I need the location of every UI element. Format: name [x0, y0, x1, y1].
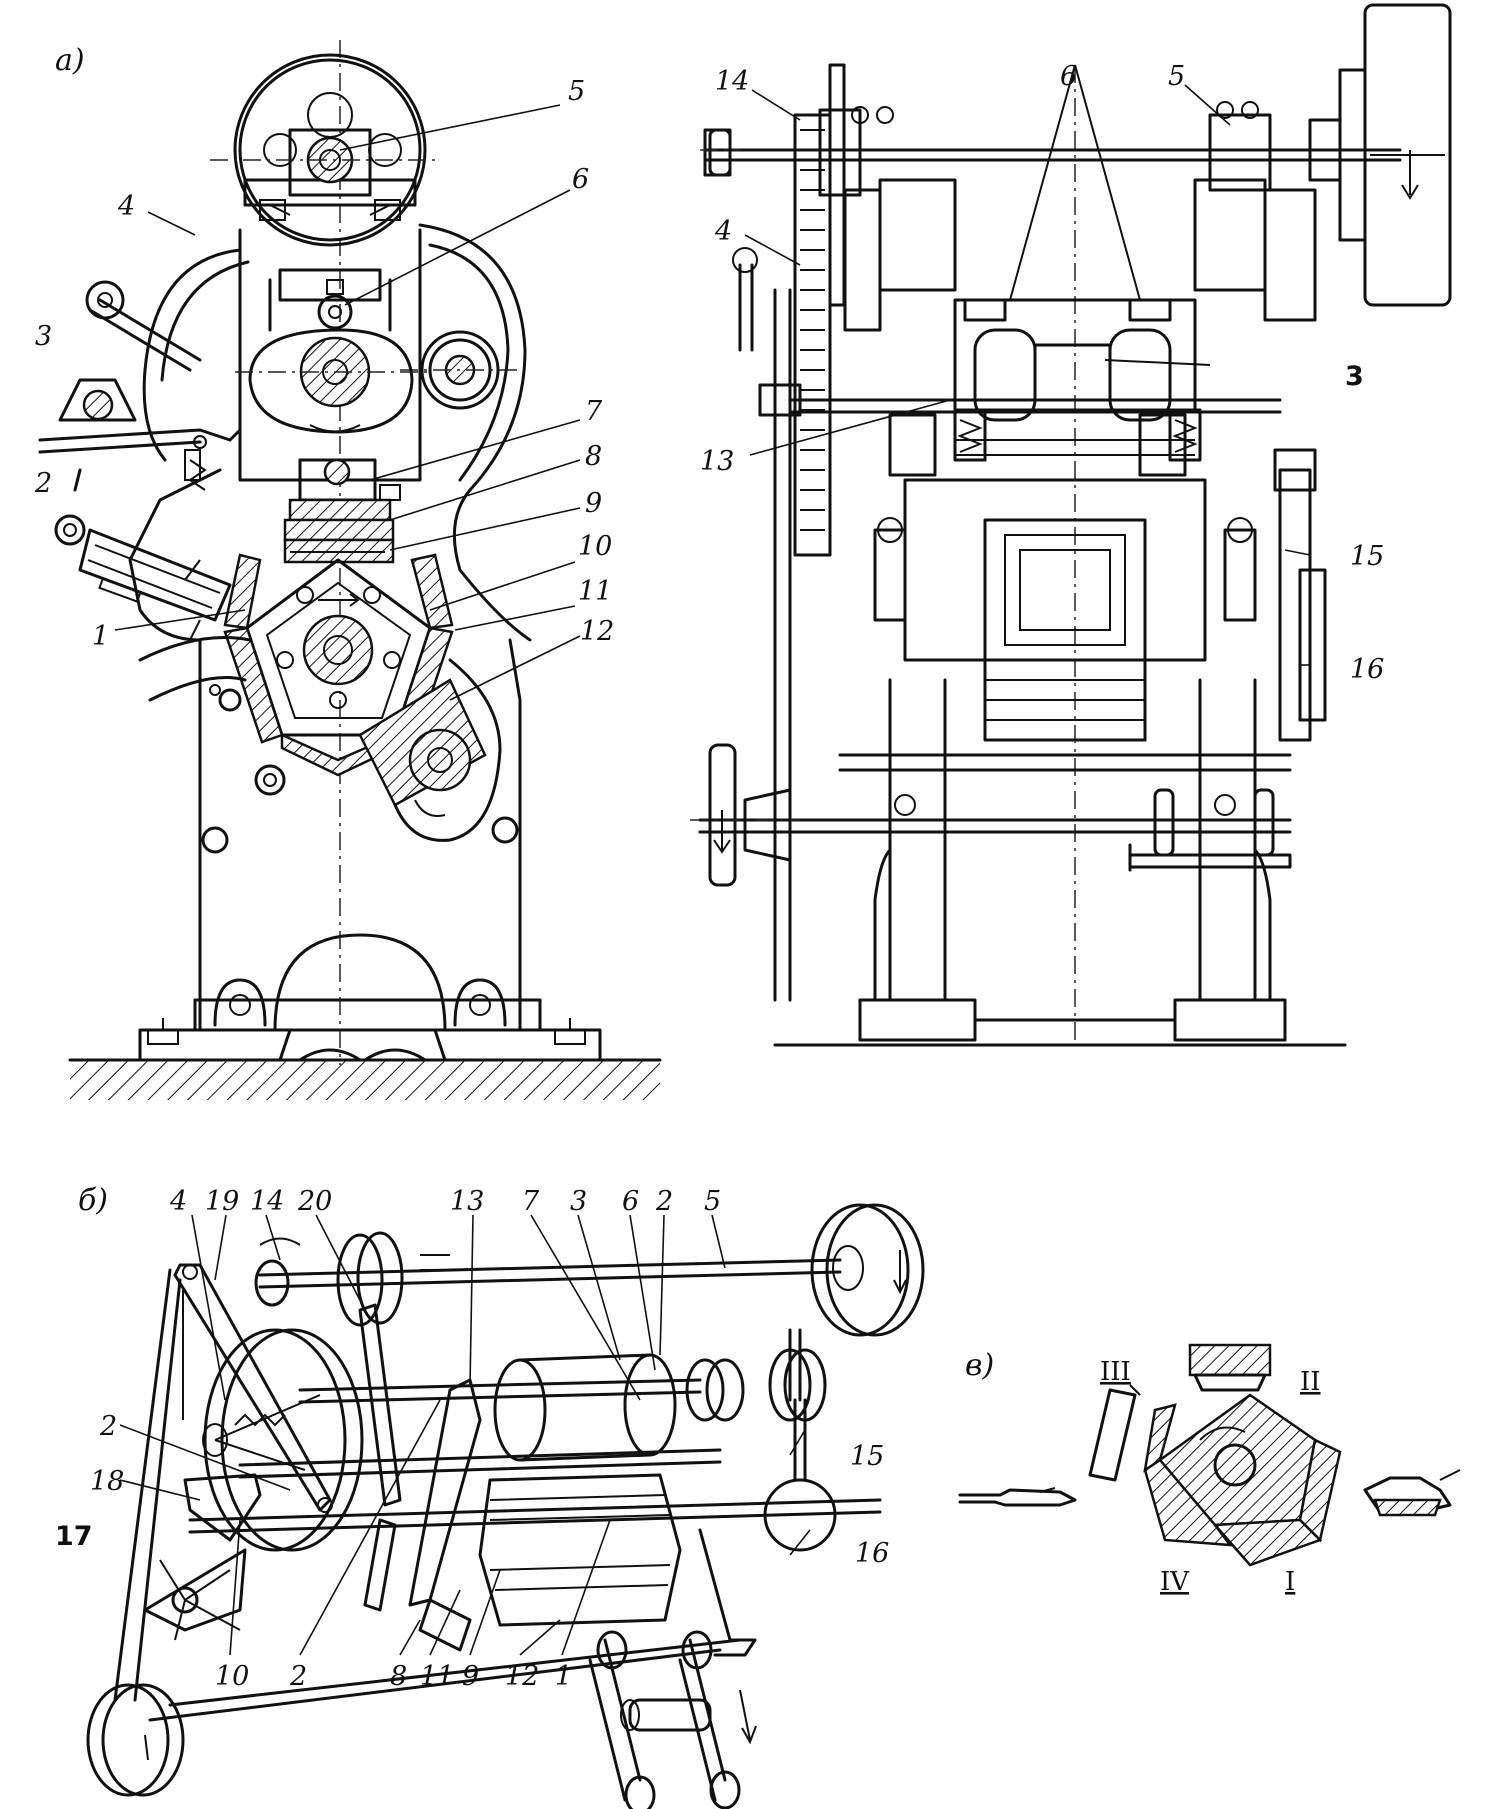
label-4: 4 — [117, 191, 135, 222]
ground-slab — [70, 1060, 660, 1100]
section-a-label: а) — [55, 43, 85, 78]
label-12: 12 — [580, 616, 614, 647]
front-view-labels: 5 4 6 3 7 8 2 9 10 11 1 12 — [34, 76, 614, 652]
label-10: 10 — [215, 1661, 249, 1692]
base-bolt — [147, 1018, 179, 1045]
label-7: 7 — [585, 396, 603, 427]
front-section-view — [38, 40, 662, 1100]
kinematic-scheme — [86, 1203, 925, 1809]
label-2: 2 — [289, 1661, 307, 1692]
label-2: 2 — [655, 1186, 673, 1217]
label-10: 10 — [578, 531, 612, 562]
label-20: 20 — [297, 1186, 332, 1217]
label-15: 15 — [850, 1441, 884, 1472]
label-17: 17 — [55, 1521, 93, 1552]
label-9: 9 — [585, 488, 602, 519]
label-18: 18 — [90, 1466, 124, 1497]
label-6: 6 — [622, 1186, 639, 1217]
label-2: 2 — [34, 468, 52, 499]
label-5: 5 — [568, 76, 585, 107]
position-II-label: II — [1300, 1367, 1321, 1397]
label-3: 3 — [570, 1186, 587, 1217]
scheme-labels: 4 19 14 20 13 7 3 6 2 5 2 18 17 15 16 10… — [55, 1186, 889, 1692]
side-view — [690, 3, 1452, 1047]
label-1: 1 — [555, 1661, 572, 1692]
label-8: 8 — [585, 441, 602, 472]
label-19: 19 — [205, 1186, 239, 1217]
position-IV-label: IV — [1160, 1567, 1190, 1597]
label-11: 11 — [420, 1661, 454, 1692]
label-16: 16 — [1350, 654, 1384, 685]
section-v-label: в) — [965, 1348, 994, 1383]
label-11: 11 — [578, 576, 612, 607]
label-13: 13 — [450, 1186, 484, 1217]
label-5: 5 — [1168, 61, 1185, 92]
base-bolt — [554, 1018, 586, 1045]
label-14: 14 — [715, 66, 749, 97]
section-labels: а) б) в) — [55, 43, 994, 1383]
label-6: 6 — [572, 164, 589, 195]
side-view-labels: 14 6 5 4 3 13 15 16 — [700, 61, 1384, 685]
label-4: 4 — [714, 216, 732, 247]
label-4: 4 — [169, 1186, 187, 1217]
label-3: 3 — [1345, 361, 1364, 392]
leader-lines — [114, 84, 1311, 1656]
label-16: 16 — [855, 1538, 889, 1569]
label-15: 15 — [1350, 541, 1384, 572]
turret-positions-view — [958, 1343, 1461, 1567]
label-1: 1 — [92, 621, 109, 652]
label-9: 9 — [462, 1661, 479, 1692]
label-3: 3 — [35, 321, 52, 352]
label-7: 7 — [522, 1186, 540, 1217]
pentagonal-turret — [223, 553, 454, 777]
label-6: 6 — [1060, 61, 1077, 92]
label-12: 12 — [505, 1661, 539, 1692]
label-5: 5 — [704, 1186, 721, 1217]
label-2: 2 — [99, 1411, 117, 1442]
label-8: 8 — [390, 1661, 407, 1692]
position-I-label: I — [1285, 1567, 1295, 1597]
label-14: 14 — [250, 1186, 284, 1217]
label-13: 13 — [700, 446, 734, 477]
section-b-label: б) — [78, 1183, 108, 1218]
position-III-label: III — [1100, 1357, 1131, 1387]
position-labels: III II IV I — [1100, 1357, 1321, 1597]
